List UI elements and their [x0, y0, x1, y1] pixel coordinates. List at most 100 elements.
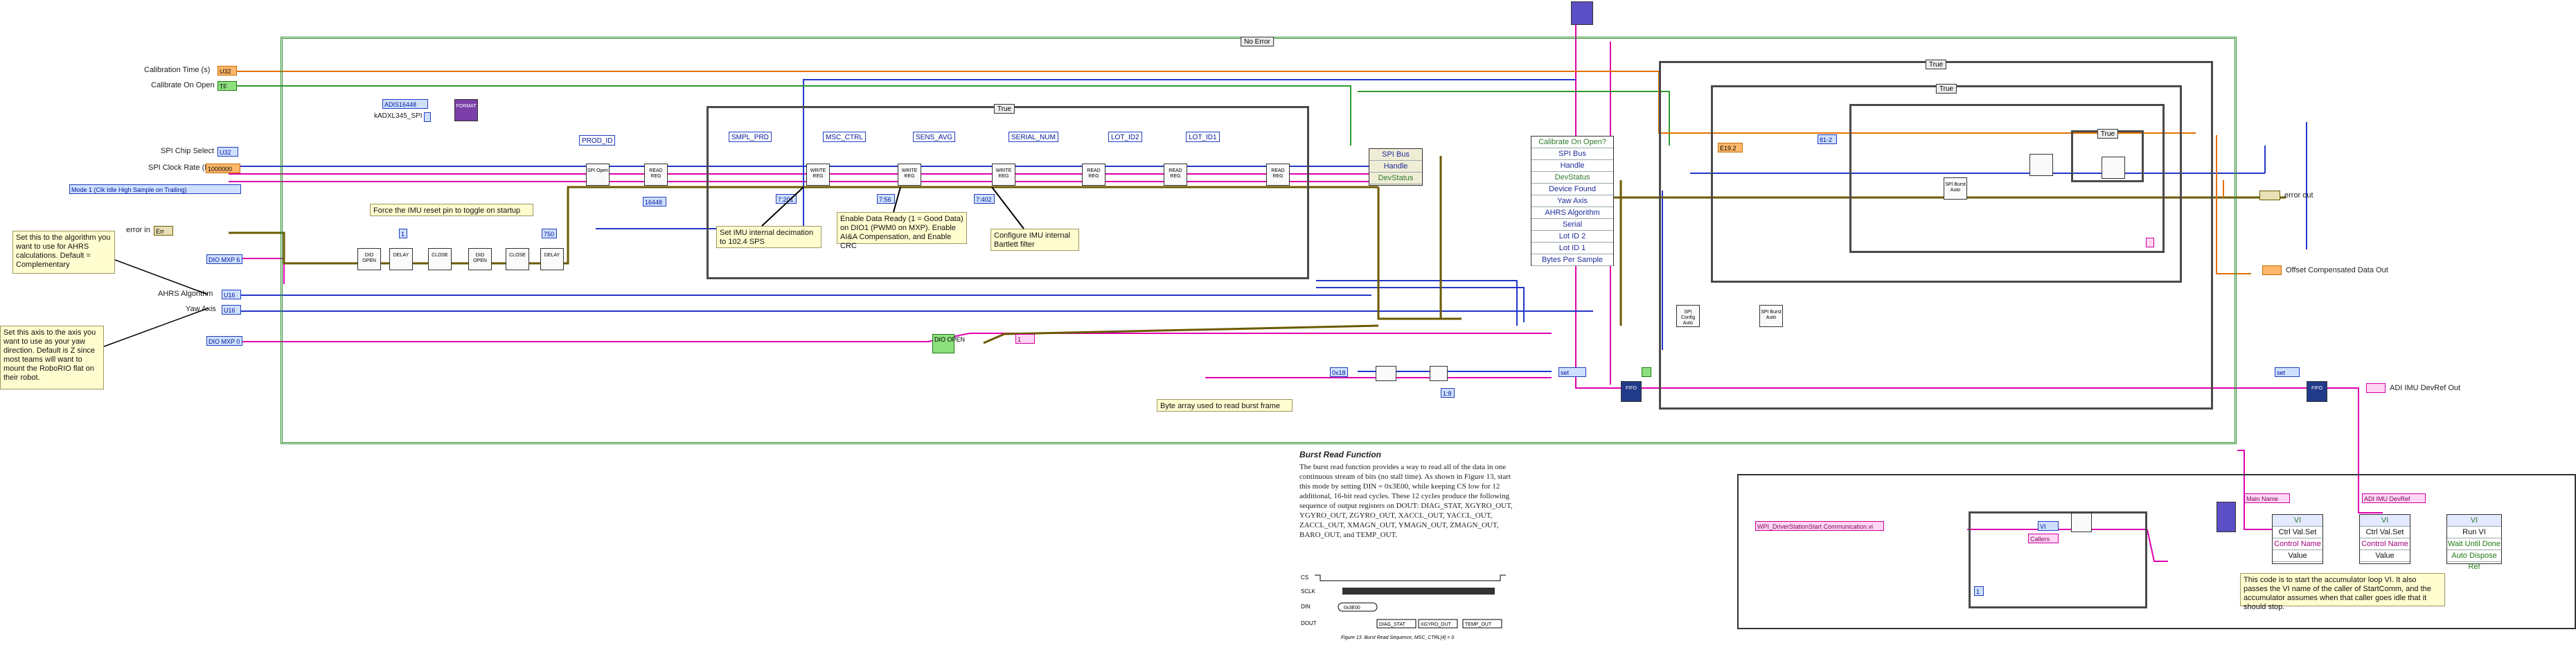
small-const-c4[interactable]: 1:8	[1441, 388, 1455, 398]
timing-din-word: 0x3E00	[1344, 606, 1360, 611]
bit-const[interactable]: 1	[1015, 334, 1035, 344]
build-array-node	[1430, 366, 1448, 381]
spi-bus-cluster: SPI Bus Handle DevStatus	[1369, 148, 1423, 186]
dio-open-node: DIO OPEN	[357, 248, 381, 270]
yaw-note: Set this axis to the axis you want to us…	[0, 326, 104, 389]
note-pointer	[103, 259, 208, 347]
doc-caption: Figure 13. Burst Read Sequence, MSC_CTRL…	[1341, 635, 1454, 640]
format-node-2	[2029, 154, 2053, 176]
write-reg-smpl-prd: WRITE REG	[806, 164, 830, 186]
const-sens[interactable]: 7:402	[974, 194, 995, 204]
cluster-handle: Handle	[1531, 160, 1613, 172]
error-out-label: error out	[2284, 191, 2313, 200]
doc-title: Burst Read Function	[1299, 450, 1382, 459]
small-green-const[interactable]	[1642, 367, 1651, 377]
set-const-mid[interactable]: set	[1558, 367, 1586, 377]
offset-out-indicator	[2262, 265, 2282, 275]
dio-mxp-6-control[interactable]: DIO MXP 6	[206, 254, 242, 264]
case-selector[interactable]: No Error	[1241, 37, 1274, 46]
top-ref-node	[1571, 1, 1593, 25]
dout-word-2: XGYRO_OUT	[1421, 622, 1452, 627]
devref-out-label: ADI IMU DevRef Out	[2390, 384, 2461, 392]
vi-const-1[interactable]: VI	[2038, 521, 2059, 531]
ahrs-algorithm-control[interactable]: U16	[222, 290, 241, 299]
lot-id1-register[interactable]: LOT_ID1	[1186, 132, 1220, 142]
small-const-c6[interactable]: 81-2	[1818, 134, 1837, 144]
spi-chip-select-control[interactable]: U32	[217, 147, 238, 157]
const-750[interactable]: 750	[542, 229, 557, 238]
cluster-calibrate-on-open: Calibrate On Open?	[1531, 137, 1613, 148]
set-const-right[interactable]: set	[2275, 367, 2300, 377]
red-dot-const[interactable]	[2146, 238, 2154, 247]
control-name-label-1: Control Name	[2273, 538, 2322, 550]
fifo-node: FIFO	[1621, 381, 1642, 402]
while-loop-frame	[1849, 104, 2165, 253]
burst-note: Byte array used to read burst frame	[1157, 399, 1293, 412]
cluster-left-devstatus: DevStatus	[1369, 173, 1422, 184]
pin-num-const[interactable]: 1	[399, 229, 407, 238]
timing-cs-label: CS	[1301, 574, 1308, 581]
sens-avg-register[interactable]: SENS_AVG	[913, 132, 956, 142]
kadxl-label: kADXL345_SPI	[374, 112, 423, 120]
decimation-note: Set IMU internal decimation to 102.4 SPS	[716, 226, 821, 248]
cluster-spi-bus: SPI Bus	[1531, 148, 1613, 160]
vi-header-2: VI	[2360, 515, 2410, 527]
error-in-control[interactable]: Err	[154, 226, 173, 236]
doc-body: The burst read function provides a way t…	[1299, 463, 1513, 539]
bartlett-note: Configure IMU internal Bartlett filter	[991, 229, 1079, 251]
hex-const[interactable]: 0x18	[1330, 367, 1348, 377]
ahrs-note: Set this to the algorithm you want to us…	[12, 231, 115, 274]
calibration-time-control[interactable]: U32	[217, 66, 237, 76]
error-out-indicator	[2259, 191, 2280, 200]
kadxl-const[interactable]	[424, 112, 431, 122]
adis16448-enum[interactable]: ADIS16448	[382, 99, 428, 109]
yaw-axis-control[interactable]: U16	[222, 305, 241, 315]
smpl-prd-register[interactable]: SMPL_PRD	[729, 132, 772, 142]
right-small-true-selector[interactable]: True	[2097, 129, 2119, 139]
ctrl-val-set-label-1: Ctrl Val.Set	[2273, 527, 2322, 538]
ref-value-const[interactable]: 16448	[643, 197, 666, 207]
read-reg-serial: READ REG	[1082, 164, 1105, 186]
start-comm-string[interactable]: WPI_DriverStationStart Communication.vi	[1755, 521, 1884, 531]
spi-clock-rate-label: SPI Clock Rate (Hz)	[148, 164, 217, 172]
const-msc[interactable]: 7:56	[877, 194, 895, 204]
calibrate-on-open-control[interactable]: TF	[217, 81, 237, 91]
calibration-time-label: Calibration Time (s)	[144, 66, 211, 74]
dio-open-bottom[interactable]: DIO OPEN	[932, 334, 965, 353]
devref-const[interactable]: ADI IMU DevRef	[2362, 493, 2426, 503]
index-const[interactable]: 1	[1974, 586, 1984, 596]
array-node	[1376, 366, 1396, 381]
inner-true-selector[interactable]: True	[993, 104, 1015, 114]
cluster-yaw-axis: Yaw Axis	[1531, 195, 1613, 207]
mode-select-control[interactable]: Mode 1 (Clk Idle High Sample on Trailing…	[69, 184, 241, 194]
right-outer-true-selector[interactable]: True	[1925, 60, 1947, 69]
spi-chip-select-label: SPI Chip Select	[161, 147, 215, 155]
prod-id-register[interactable]: PROD_ID	[579, 135, 616, 146]
spi-config-node: SPI Config Auto	[1676, 305, 1700, 327]
cluster-left-spi-bus: SPI Bus	[1369, 149, 1422, 161]
error-in-label: error in	[126, 226, 150, 234]
dout-word-1: DIAG_STAT	[1379, 622, 1406, 627]
lot-id2-register[interactable]: LOT_ID2	[1108, 132, 1142, 142]
e19-const[interactable]: E19.2	[1718, 143, 1743, 152]
main-name-const[interactable]: Main Name	[2244, 493, 2290, 503]
dio-mxp-0-control[interactable]: DIO MXP 0	[206, 336, 242, 346]
spi-burst-node: SPI Burst Auto	[1944, 177, 1967, 200]
accumulator-panel	[1737, 474, 2576, 629]
spi-clock-rate-control[interactable]: 1000000	[206, 164, 240, 173]
timing-din-label: DIN	[1301, 604, 1311, 610]
wait-until-done-label: Wait Until Done	[2447, 538, 2501, 550]
delay-node-2: DELAY	[540, 248, 564, 270]
callers-label: Callers	[2028, 534, 2059, 543]
run-vi-label: Run VI	[2447, 527, 2501, 538]
loop-node	[2102, 157, 2125, 179]
serial-num-register[interactable]: SERIAL_NUM	[1009, 132, 1058, 142]
right-inner-true-selector[interactable]: True	[1935, 84, 1957, 94]
msc-ctrl-register[interactable]: MSC_CTRL	[823, 132, 866, 142]
read-reg-prod-id: READ REG	[644, 164, 668, 186]
cluster-lot-id1: Lot ID 1	[1531, 243, 1613, 254]
calibrate-on-open-label: Calibrate On Open	[151, 81, 215, 89]
stop-node	[2217, 502, 2236, 532]
accum-note: This code is to start the accumulator lo…	[2240, 573, 2445, 611]
